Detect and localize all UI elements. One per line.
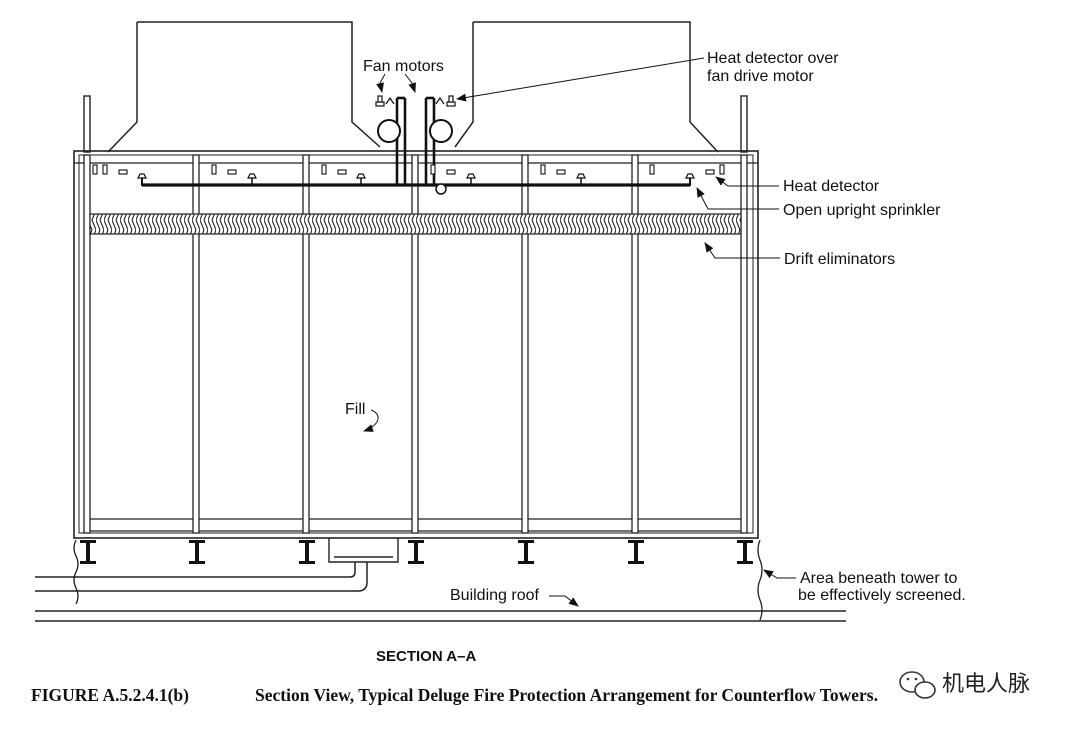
drift-eliminators xyxy=(89,213,742,235)
fan-motors xyxy=(377,119,453,143)
valve-icon xyxy=(435,183,447,195)
leader-lines xyxy=(363,57,796,607)
break-lines xyxy=(73,539,763,621)
label-open-upright-sprinkler: Open upright sprinkler xyxy=(783,202,941,219)
figure-title: Section View, Typical Deluge Fire Protec… xyxy=(255,685,878,705)
wechat-logo-icon xyxy=(899,671,936,699)
basin-outlet xyxy=(328,538,399,563)
section-title: SECTION A–A xyxy=(376,648,476,665)
label-fan-motors: Fan motors xyxy=(363,58,444,75)
sprinkler-stems xyxy=(251,178,582,186)
label-heat-detector-over-line1: Heat detector over xyxy=(707,50,839,67)
corner-posts xyxy=(83,95,748,153)
label-heat-detector: Heat detector xyxy=(783,178,880,195)
tower-columns xyxy=(83,154,748,534)
label-drift-eliminators: Drift eliminators xyxy=(784,251,895,268)
heat-detectors xyxy=(92,164,725,175)
building-roof xyxy=(35,610,846,622)
fan-stack-right xyxy=(454,21,719,153)
label-area-beneath-line1: Area beneath tower to xyxy=(800,570,958,587)
open-upright-sprinklers xyxy=(137,173,695,179)
support-beams xyxy=(80,540,753,564)
label-area-beneath-line2: be effectively screened. xyxy=(798,587,966,604)
outlet-piping xyxy=(35,562,368,592)
watermark-text: 机电人脉 xyxy=(942,672,1030,697)
fan-stack-left xyxy=(107,21,381,153)
figure-number: FIGURE A.5.2.4.1(b) xyxy=(31,685,189,705)
label-building-roof: Building roof xyxy=(450,587,540,604)
motor-heat-detectors xyxy=(375,95,456,107)
label-heat-detector-over-line2: fan drive motor xyxy=(707,68,814,85)
label-fill: Fill xyxy=(345,401,365,418)
